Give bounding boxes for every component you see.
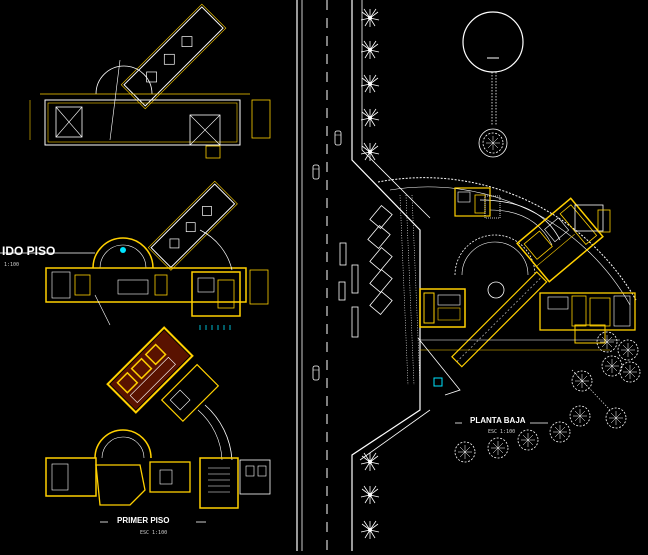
car-icon: [312, 365, 320, 381]
first-floor-scale: ESC 1:100: [140, 530, 168, 536]
site-plan: [377, 11, 641, 463]
parking-bays: [367, 205, 393, 315]
first-floor-plan: [45, 326, 271, 523]
ground-floor-title: PLANTA BAJA: [470, 416, 526, 425]
palm-tree-icon: [360, 108, 380, 128]
second-floor-plan: [0, 180, 269, 330]
palm-trees: [360, 8, 380, 540]
palm-tree-icon: [360, 520, 380, 540]
first-floor-title: PRIMER PISO: [117, 516, 170, 525]
ground-floor-scale: ESC 1:100: [488, 429, 516, 435]
car-icon: [312, 164, 320, 180]
car-icon: [334, 130, 342, 146]
palm-tree-icon: [360, 40, 380, 60]
second-floor-scale: 1:100: [4, 262, 20, 268]
palm-tree-icon: [360, 485, 380, 505]
plaza-circle-icon: [462, 11, 524, 73]
second-floor-title: IDO PISO: [2, 244, 56, 258]
palm-tree-icon: [360, 74, 380, 94]
palm-tree-icon: [360, 452, 380, 472]
parking-stripes: [338, 242, 359, 338]
roof-plan: [29, 3, 271, 159]
palm-tree-icon: [360, 8, 380, 28]
road: [296, 0, 431, 551]
